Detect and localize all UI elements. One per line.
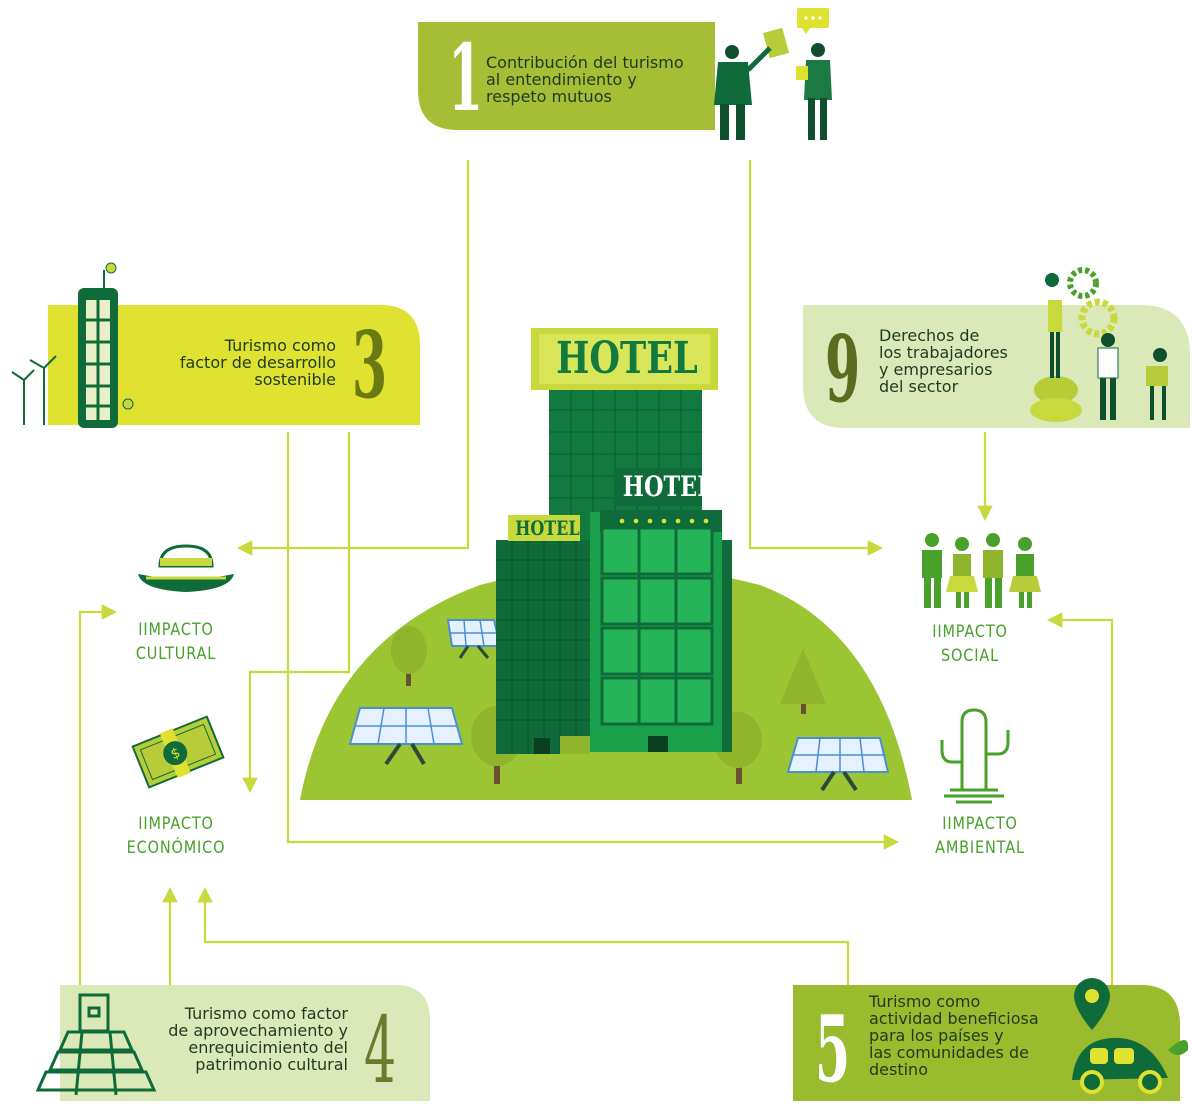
hotel-sign-right: HOTEL [622, 470, 713, 503]
cactus-icon [940, 708, 1010, 804]
box-3-number: 3 [352, 311, 388, 419]
box-5-line: para los países y [869, 1026, 1004, 1045]
box-5-text: Turismo como actividad beneficiosa para … [869, 993, 1039, 1078]
box-9-text: Derechos de los trabajadores y empresari… [879, 327, 1008, 395]
box-1-line: respeto mutuos [486, 87, 612, 106]
wind-turbine-icon [11, 355, 57, 425]
box-4-text: Turismo como factor de aprovechamiento y… [168, 1005, 348, 1073]
box-5-number: 5 [815, 995, 851, 1103]
box-5-line: las comunidades de [869, 1043, 1029, 1062]
box-3-bg [48, 305, 420, 425]
box-3-line: factor de desarrollo [179, 353, 336, 372]
box-3-line: Turismo como [224, 336, 336, 355]
arrow-b4-to-cultural [78, 604, 118, 985]
arrow-b3-to-economico [242, 432, 351, 794]
box-9: 9 Derechos de los trabajadores y empresa… [803, 305, 1033, 428]
box-5-line: destino [869, 1060, 928, 1079]
box-3: Turismo como factor de desarrollo sosten… [48, 305, 420, 425]
box-9-line: y empresarios [879, 360, 993, 379]
connector-arrows [78, 160, 1114, 985]
box-4-line: patrimonio cultural [195, 1055, 348, 1074]
impact-economico-line1: IIMPACTO [138, 814, 214, 834]
box-9-number: 9 [825, 315, 861, 423]
impact-ambiental-line1: IIMPACTO [942, 814, 1018, 834]
impact-economico-line2: ECONÓMICO [126, 838, 226, 858]
box-4-number: 4 [364, 997, 397, 1104]
box-9-line: los trabajadores [879, 343, 1008, 362]
hotel-sign-main: HOTEL [556, 333, 698, 384]
impact-economico: IIMPACTO ECONÓMICO [117, 812, 236, 860]
box-5-line: actividad beneficiosa [869, 1009, 1039, 1028]
arrow-b3-to-ambiental [286, 432, 900, 850]
impact-cultural: IIMPACTO CULTURAL [117, 618, 236, 666]
arrow-b5-to-economico [197, 886, 850, 985]
box-4-line: de aprovechamiento y [168, 1021, 348, 1040]
gears-people-icon [1030, 267, 1168, 422]
box-5-line: Turismo como [869, 992, 981, 1011]
impact-social-line2: SOCIAL [941, 646, 999, 666]
arrow-b1-to-cultural [236, 160, 470, 556]
box-9-line: del sector [879, 377, 959, 396]
impact-social-line1: IIMPACTO [932, 622, 1008, 642]
sombrero-icon [138, 544, 234, 592]
box-3-text: Turismo como factor de desarrollo sosten… [180, 337, 336, 388]
box-9-line: Derechos de [879, 326, 980, 345]
speech-bubble-icon [797, 8, 829, 34]
box-1-number: 1 [448, 24, 484, 132]
businesspeople-icon [714, 27, 832, 140]
money-icon: $ [131, 715, 225, 789]
hotel-sign-left: HOTEL [515, 516, 580, 540]
box-1-line: Contribución del turismo [486, 53, 684, 72]
eco-car-icon [1072, 1037, 1189, 1094]
solar-panel-icon [348, 619, 890, 792]
pyramid-icon [35, 993, 157, 1096]
impact-ambiental: IIMPACTO AMBIENTAL [921, 812, 1040, 860]
box-3-line: sostenible [254, 370, 336, 389]
people-group-icon [922, 533, 1041, 608]
box-1-bg [418, 22, 715, 130]
impact-ambiental-line2: AMBIENTAL [935, 838, 1025, 858]
box-1-line: al entendimiento y [486, 70, 637, 89]
box-4: Turismo como factor de aprovechamiento y… [60, 985, 430, 1101]
tower-building-icon [78, 262, 134, 428]
location-pin-icon [1074, 978, 1110, 1030]
hotel-building [496, 328, 732, 754]
box-4-line: enrequicimiento del [188, 1038, 348, 1057]
box-9-bg [803, 305, 1190, 428]
arrow-b5-to-social [1046, 612, 1114, 985]
arrow-b1-to-social [748, 160, 884, 556]
box-1: 1 Contribución del turismo al entendimie… [418, 22, 715, 130]
impact-cultural-line2: CULTURAL [135, 644, 217, 664]
box-5: 5 Turismo como actividad beneficiosa par… [793, 985, 1063, 1101]
box-4-line: Turismo como factor [184, 1004, 348, 1023]
box-1-text: Contribución del turismo al entendimient… [486, 54, 684, 105]
impact-social: IIMPACTO SOCIAL [911, 620, 1030, 668]
impact-cultural-line1: IIMPACTO [138, 620, 214, 640]
box-4-bg [60, 985, 430, 1101]
